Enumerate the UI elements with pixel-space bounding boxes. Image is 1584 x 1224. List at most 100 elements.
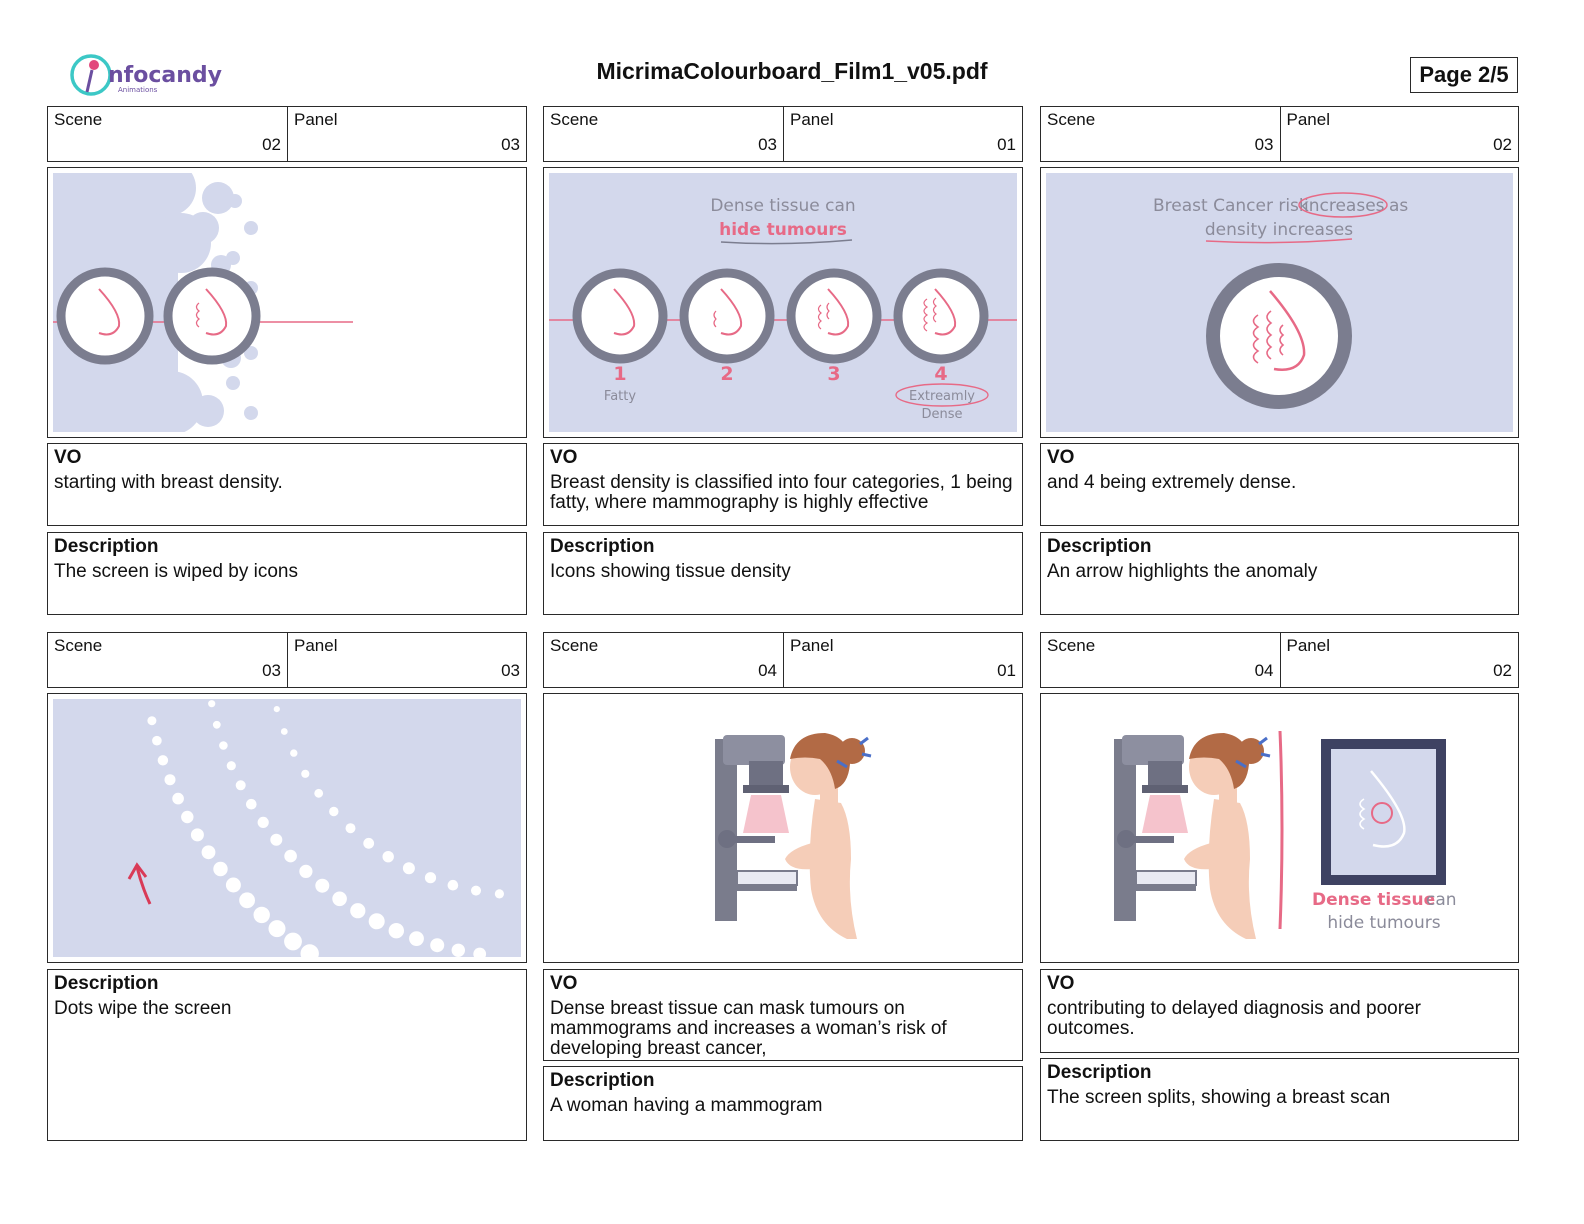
wipe-dot xyxy=(471,885,481,896)
scene-label: Scene xyxy=(550,636,599,655)
wipe-dot xyxy=(172,792,184,805)
frame-caption-highlight: increases xyxy=(1304,196,1385,216)
scene-number: 03 xyxy=(1254,135,1274,154)
dense-breast-icon xyxy=(1206,263,1352,409)
wipe-dot xyxy=(350,903,366,919)
arrow-up-icon xyxy=(127,862,152,905)
vo-heading: VO xyxy=(550,447,578,468)
wipe-dot xyxy=(280,728,288,735)
vo-box: VO and 4 being extremely dense. xyxy=(1040,443,1519,526)
wipe-dot xyxy=(268,920,286,938)
description-text: The screen is wiped by icons xyxy=(54,561,298,582)
storyboard-frame: Dense tissue can hide tumours 1 2 3 4 xyxy=(543,167,1023,438)
storyboard-frame xyxy=(543,693,1023,963)
infocandy-logo: nfocandy Animations xyxy=(70,50,230,100)
vo-text: Breast density is classified into four c… xyxy=(550,472,1013,513)
description-box: Description Dots wipe the screen xyxy=(47,969,527,1141)
panel-label: Panel xyxy=(790,636,834,655)
scan-caption-end: can xyxy=(1426,890,1457,910)
description-text: Dots wipe the screen xyxy=(54,998,232,1019)
storyboard-frame: Breast Cancer risk increases as density … xyxy=(1040,167,1519,438)
description-heading: Description xyxy=(550,536,655,557)
description-heading: Description xyxy=(1047,536,1152,557)
scene-number: 02 xyxy=(262,135,281,154)
frame-caption-end: as xyxy=(1389,196,1408,216)
woman-patient xyxy=(1184,733,1271,939)
wipe-dot xyxy=(212,720,221,729)
panel-cell: Panel 02 xyxy=(1279,633,1519,687)
description-text: A woman having a mammogram xyxy=(550,1095,823,1116)
description-heading: Description xyxy=(54,536,159,557)
wipe-dot xyxy=(368,913,385,930)
wipe-dot xyxy=(451,943,465,957)
wipe-dot xyxy=(257,816,269,828)
density-label-fatty: Fatty xyxy=(604,389,636,404)
scene-cell: Scene 04 xyxy=(1041,633,1280,687)
wipe-dot xyxy=(363,837,375,849)
panel-number: 02 xyxy=(1493,135,1512,154)
wipe-dot xyxy=(235,780,246,791)
description-box: Description An arrow highlights the anom… xyxy=(1040,532,1519,615)
scene-number: 03 xyxy=(758,135,777,154)
wipe-dot xyxy=(299,864,313,878)
logo-subtitle: Animations xyxy=(118,86,158,94)
density-level-2: 2 xyxy=(720,363,733,385)
frame-caption-start: Breast Cancer risk xyxy=(1153,196,1309,216)
wipe-dot xyxy=(290,749,298,757)
panel-cell: Panel 03 xyxy=(287,633,526,687)
page-number: Page 2/5 xyxy=(1410,57,1518,93)
wipe-dot xyxy=(190,828,204,842)
wipe-dot xyxy=(181,810,194,824)
wipe-dot xyxy=(208,700,216,708)
density-level-4: 4 xyxy=(934,363,947,385)
vo-heading: VO xyxy=(1047,973,1075,994)
wipe-dot xyxy=(315,878,330,893)
panel-number: 03 xyxy=(501,661,520,680)
frame-illustration xyxy=(53,173,521,432)
description-box: Description Icons showing tissue density xyxy=(543,532,1023,615)
scene-panel-header: Scene 02 Panel 03 xyxy=(47,106,527,162)
scene-cell: Scene 02 xyxy=(48,107,287,161)
wipe-dot xyxy=(447,879,459,891)
frame-illustration xyxy=(549,699,1017,957)
scan-caption-highlight: Dense tissue xyxy=(1312,890,1435,910)
scene-number: 04 xyxy=(1254,661,1274,680)
breast-density-icon xyxy=(893,268,989,364)
vo-heading: VO xyxy=(550,973,578,994)
density-label-extremely: Extreamly xyxy=(909,389,975,404)
frame-caption-line2: hide tumours xyxy=(719,220,847,240)
wipe-dot xyxy=(213,861,228,877)
wipe-dot xyxy=(226,761,236,771)
scene-panel-header: Scene 03 Panel 03 xyxy=(47,632,527,688)
vo-heading: VO xyxy=(1047,447,1075,468)
wipe-dot xyxy=(409,931,424,946)
breast-scan-monitor xyxy=(1321,739,1446,885)
description-heading: Description xyxy=(54,973,159,994)
description-box: Description The screen is wiped by icons xyxy=(47,532,527,615)
breast-density-icon xyxy=(56,267,154,365)
vo-text: starting with breast density. xyxy=(54,472,283,493)
panel-number: 02 xyxy=(1493,661,1512,680)
frame-illustration: Dense tissue can hide tumours 1 2 3 4 xyxy=(549,173,1017,432)
logo-lollipop-stick xyxy=(85,69,94,93)
scene-label: Scene xyxy=(1047,636,1096,655)
panel-number: 01 xyxy=(997,661,1016,680)
panel-label: Panel xyxy=(294,110,338,129)
wipe-dot xyxy=(284,849,297,863)
vo-text: contributing to delayed diagnosis and po… xyxy=(1047,998,1421,1039)
description-box: Description A woman having a mammogram xyxy=(543,1066,1023,1141)
description-text: An arrow highlights the anomaly xyxy=(1047,561,1318,582)
wipe-dot xyxy=(239,892,256,909)
scene-number: 04 xyxy=(758,661,777,680)
mammography-machine xyxy=(1114,735,1197,921)
wipe-dot xyxy=(225,877,241,893)
scene-label: Scene xyxy=(54,110,103,129)
wipe-dot xyxy=(273,706,280,713)
scene-cell: Scene 03 xyxy=(544,107,783,161)
density-level-1: 1 xyxy=(613,363,626,385)
panel-cell: Panel 02 xyxy=(1279,107,1519,161)
breast-density-icon xyxy=(163,267,261,365)
scene-cell: Scene 03 xyxy=(1041,107,1280,161)
frame-illustration xyxy=(53,699,521,957)
wipe-dot xyxy=(314,788,324,798)
